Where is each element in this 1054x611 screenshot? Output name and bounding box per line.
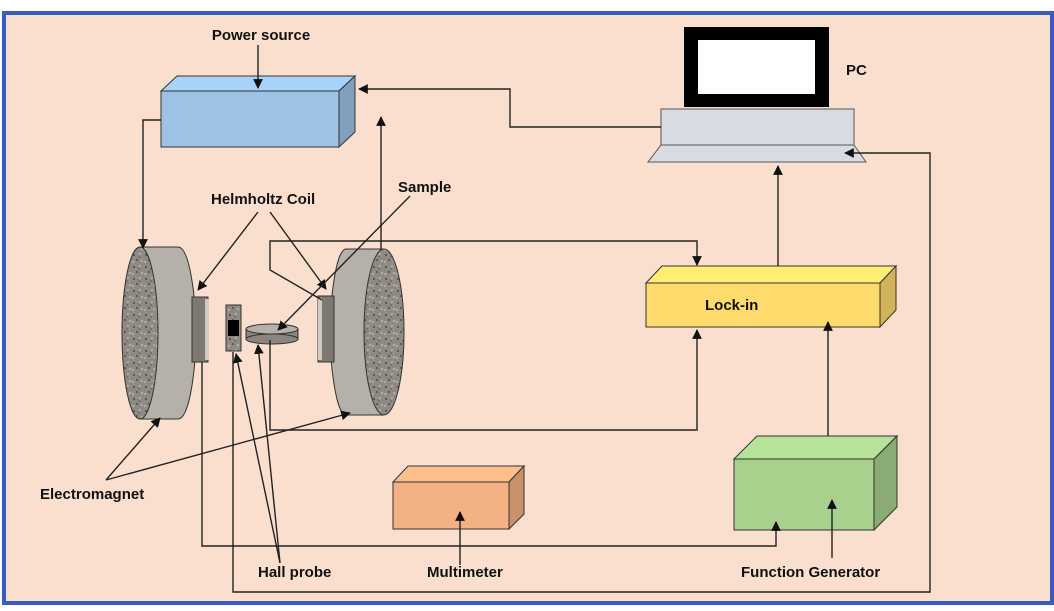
hall-probe-label: Hall probe: [258, 564, 331, 581]
multimeter-label: Multimeter: [427, 564, 503, 581]
helmholtz-coil-right: [317, 295, 335, 363]
helmholtz-coil-label: Helmholtz Coil: [211, 191, 315, 208]
power-source-label: Power source: [212, 27, 310, 44]
multimeter-box: [391, 464, 526, 531]
wiring: [105, 45, 931, 593]
electromagnet-label: Electromagnet: [40, 486, 144, 503]
helmholtz-coil-left: [191, 296, 209, 363]
lock-in-label: Lock-in: [705, 297, 758, 314]
function-generator-box: [732, 434, 899, 532]
electromagnet-right: [329, 248, 405, 416]
electromagnet-left: [121, 246, 197, 420]
lock-in-box: [644, 264, 898, 329]
function-generator-label: Function Generator: [741, 564, 880, 581]
sample-disc: [245, 323, 299, 345]
hall-probe: [225, 304, 242, 352]
sample-label: Sample: [398, 179, 451, 196]
pc-label: PC: [846, 62, 867, 79]
pc: [646, 27, 867, 163]
